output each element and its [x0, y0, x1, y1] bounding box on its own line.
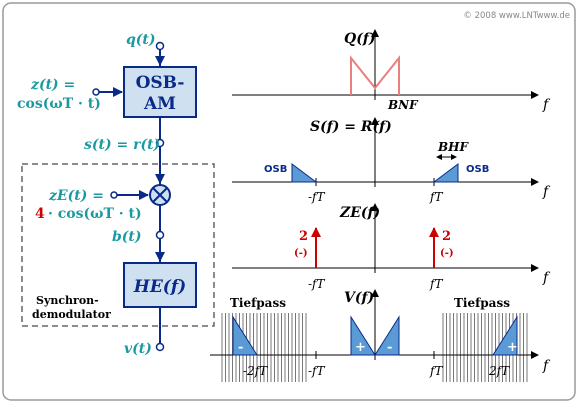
copyright-text: © 2008 www.LNTwww.de: [463, 11, 570, 21]
s-title: S(f) = R(f): [310, 119, 392, 135]
ze-ft-label: fT: [429, 277, 443, 291]
block-diagram: q(t) OSB- AM z(t) = cos(ωT · t) s(t) = r…: [17, 32, 215, 357]
ze-amp-left: 2: [299, 229, 308, 244]
osb-am-line2: AM: [143, 94, 176, 114]
v-2ft-label: 2fT: [488, 364, 510, 378]
q-label: q(t): [126, 32, 156, 48]
s-bhf-label: BHF: [437, 140, 469, 154]
spectrum-s: S(f) = R(f) f -fT fT OSB OSB BHF: [232, 117, 551, 204]
multiplier-cross-2: [152, 187, 168, 203]
v-component-base-right: [374, 315, 400, 356]
q-title: Q(f): [344, 31, 375, 47]
b-label: b(t): [112, 229, 142, 245]
s-minus-ft-label: -fT: [308, 190, 325, 204]
spectrum-q: Q(f) f BNF: [232, 29, 551, 113]
z-expr: cos(ωT · t): [17, 96, 101, 112]
q-bnf-label: BNF: [387, 98, 419, 112]
sync-label-2: demodulator: [32, 308, 111, 321]
v-component-minus-2ft: [232, 315, 258, 356]
v-tiefpass-left: Tiefpass: [230, 296, 286, 310]
s-osb-right-label: OSB: [466, 164, 489, 175]
synchron-demodulator-box: [21, 163, 215, 327]
v-label: v(t): [124, 341, 152, 357]
v-sign-base-right: -: [387, 340, 392, 355]
spectrum-v: V(f) f Tiefpass Tiefpass - + - + -2fT -f…: [210, 289, 551, 382]
osb-am-line1: OSB-: [136, 73, 185, 93]
ze-terminal: [110, 191, 118, 199]
ze-label: zE(t) =: [48, 188, 104, 204]
s-f-label: f: [542, 184, 551, 200]
ze-title: ZE(f): [339, 205, 380, 221]
ze-coef: 4: [35, 206, 45, 222]
b-node: [155, 230, 165, 240]
v-terminal: [155, 342, 165, 352]
s-r-label: s(t) = r(t): [84, 137, 160, 153]
q-f-label: f: [542, 97, 551, 113]
z-terminal: [92, 88, 100, 96]
q-terminal: [155, 41, 165, 51]
v-ft-label: fT: [429, 364, 443, 378]
v-component-base-left: [350, 315, 376, 356]
z-label: z(t) =: [30, 77, 75, 93]
v-minus-2ft-label: -2fT: [243, 364, 268, 378]
ze-sign-right: (-): [440, 248, 454, 259]
spectrum-ze: ZE(f) f 2 (-) 2 (-) -fT fT: [232, 203, 551, 291]
v-component-2ft: [492, 315, 518, 356]
s-osb-left: [291, 163, 318, 183]
s-osb-right: [432, 163, 459, 183]
v-tiefpass-right: Tiefpass: [454, 296, 510, 310]
v-minus-ft-label: -fT: [308, 364, 325, 378]
v-sign-minus-2ft: -: [238, 340, 243, 355]
ze-amp-right: 2: [442, 229, 451, 244]
osb-am-block: [123, 66, 197, 118]
he-label: HE(f): [133, 277, 186, 297]
v-sign-2ft: +: [507, 340, 518, 355]
s-osb-left-label: OSB: [264, 164, 287, 175]
s-ft-label: fT: [429, 190, 443, 204]
v-sign-base-left: +: [355, 340, 366, 355]
ze-minus-ft-label: -fT: [308, 277, 325, 291]
ze-expr: · cos(ωT · t): [48, 206, 142, 222]
he-block: [123, 262, 197, 308]
ze-sign-left: (-): [294, 248, 308, 259]
sync-label-1: Synchron-: [36, 294, 99, 307]
v-title: V(f): [344, 290, 374, 306]
s-node: [155, 138, 165, 148]
q-spectrum-shape: [350, 55, 400, 95]
ze-f-label: f: [542, 270, 551, 286]
v-f-label: f: [542, 358, 551, 374]
